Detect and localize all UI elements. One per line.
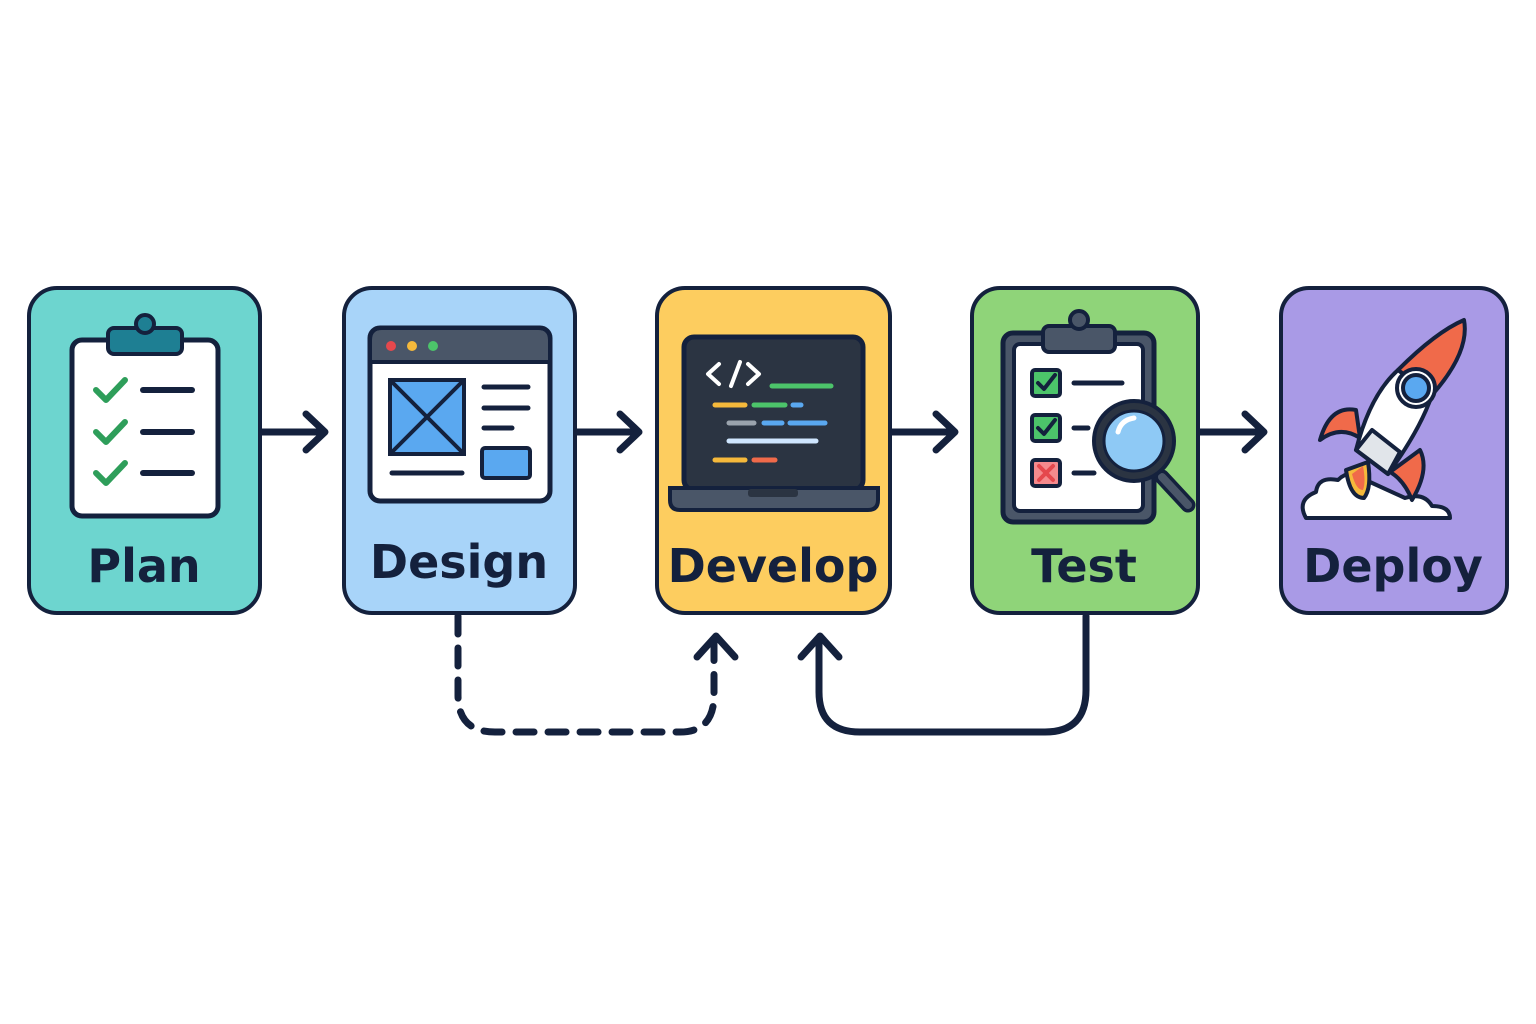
stage-label-plan: Plan [87, 539, 200, 593]
wireframe-window-icon [367, 325, 553, 504]
flow-design-to-develop [572, 410, 643, 454]
stage-labels: Plan Design Develop Test Deploy [87, 535, 1482, 593]
clipboard-magnifier-icon [1000, 309, 1196, 525]
stage-label-design: Design [370, 535, 548, 589]
laptop-code-icon [668, 334, 880, 512]
stage-label-develop: Develop [668, 539, 879, 593]
connectors [257, 410, 1268, 736]
flow-test-to-deploy [1195, 410, 1268, 454]
stage-label-deploy: Deploy [1303, 539, 1483, 593]
flow-plan-to-design [257, 410, 329, 454]
flow-design-to-develop-dashed [454, 612, 739, 736]
clipboard-checklist-icon [69, 313, 221, 519]
rocket-icon [1300, 318, 1467, 520]
flow-develop-to-test [887, 410, 959, 454]
stage-label-test: Test [1031, 539, 1137, 593]
flow-test-to-develop-loop [797, 612, 1090, 736]
